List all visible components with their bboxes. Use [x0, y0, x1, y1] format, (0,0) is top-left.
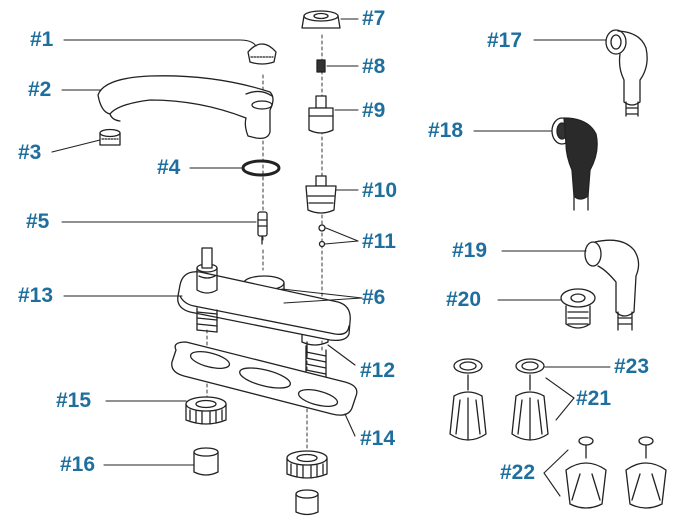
callout-20: #20: [446, 288, 482, 311]
callout-22: #22: [500, 461, 536, 484]
o-ring-part: [241, 159, 281, 177]
callout-3: #3: [18, 141, 42, 164]
callout-7: #7: [362, 7, 386, 30]
callout-11: #11: [362, 230, 396, 253]
callout-16: #16: [60, 453, 96, 476]
valve-stem-part: [305, 175, 337, 214]
callout-8: #8: [362, 55, 386, 78]
callout-1: #1: [30, 28, 54, 51]
metal-handles-part: [565, 436, 667, 509]
callout-4: #4: [157, 156, 181, 179]
callout-19: #19: [452, 239, 488, 262]
callout-23: #23: [614, 355, 650, 378]
spout-part: [97, 75, 274, 140]
gasket-part: [171, 341, 358, 416]
stem-clip-part: [316, 59, 326, 73]
callout-14: #14: [360, 427, 396, 450]
callout-21: #21: [576, 387, 612, 410]
pull-out-sprayer-part: [584, 239, 640, 331]
sprayer-base-part: [560, 288, 596, 329]
coupling-nut-right-part: [295, 489, 319, 516]
sprayer-white-part: [605, 29, 648, 117]
callout-2: #2: [28, 78, 52, 101]
bonnet-nut-part: [301, 10, 341, 29]
callout-17: #17: [487, 29, 523, 52]
aerator-part: [99, 128, 121, 146]
mounting-nut-left-part: [185, 396, 227, 425]
callout-6: #6: [362, 286, 386, 309]
callout-9: #9: [362, 99, 386, 122]
leader-lines: [51, 18, 611, 497]
callout-10: #10: [362, 179, 398, 202]
callout-18: #18: [428, 119, 464, 142]
diverter-part: [257, 211, 268, 245]
cartridge-part: [308, 95, 334, 134]
callout-12: #12: [360, 359, 396, 382]
mounting-nut-right-part: [286, 450, 328, 479]
sprayer-black-part: [551, 117, 598, 211]
callout-5: #5: [26, 210, 50, 233]
acrylic-handles-part: [449, 358, 549, 441]
coupling-nut-left-part: [193, 447, 219, 476]
callout-15: #15: [56, 389, 92, 412]
aerator-cap-part: [247, 43, 277, 65]
callout-13: #13: [18, 284, 54, 307]
faucet-body-part: [177, 247, 351, 381]
